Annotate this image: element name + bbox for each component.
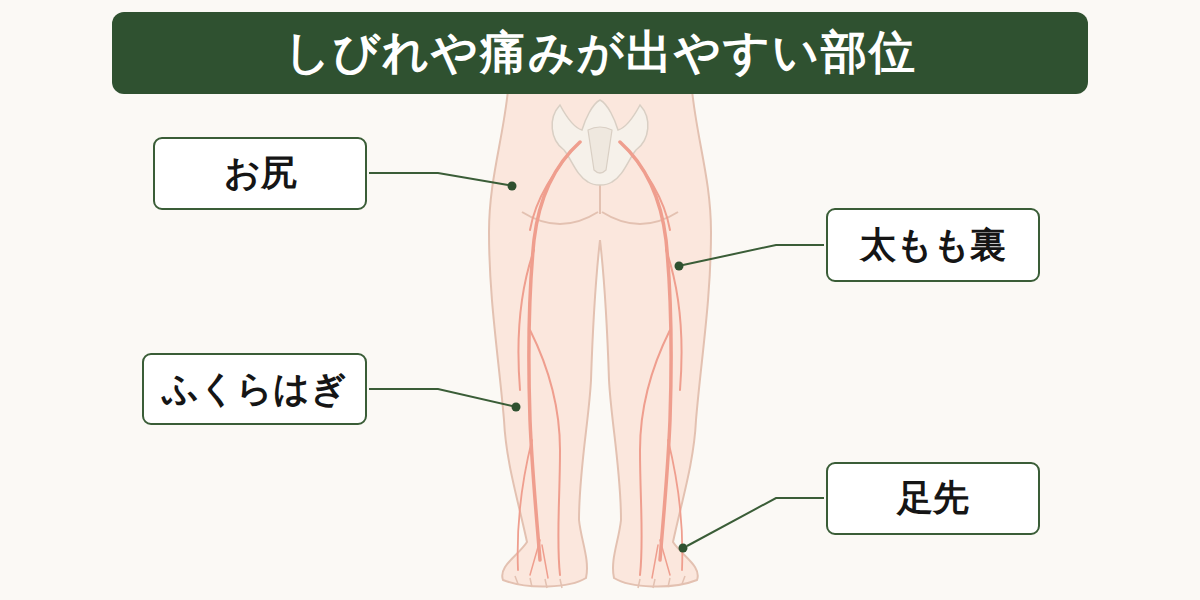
toe-lines xyxy=(515,576,685,588)
title-banner: しびれや痛みが出やすい部位 xyxy=(112,12,1088,94)
label-text: ふくらはぎ xyxy=(162,365,347,414)
label-box: お尻 xyxy=(153,137,367,210)
label-text: 足先 xyxy=(897,474,969,523)
diagram-title: しびれや痛みが出やすい部位 xyxy=(284,22,917,84)
label-box: 足先 xyxy=(826,462,1040,535)
label-box: ふくらはぎ xyxy=(142,353,367,425)
label-text: お尻 xyxy=(224,149,297,198)
leader-dot xyxy=(508,182,688,553)
label-text: 太もも裏 xyxy=(860,221,1006,270)
sciatic-nerve xyxy=(518,142,683,578)
sacrum-bone xyxy=(588,127,612,173)
body-outline xyxy=(489,90,711,587)
pelvis-bone xyxy=(552,100,648,185)
label-box: 太もも裏 xyxy=(826,208,1040,282)
leader-line xyxy=(369,173,824,546)
